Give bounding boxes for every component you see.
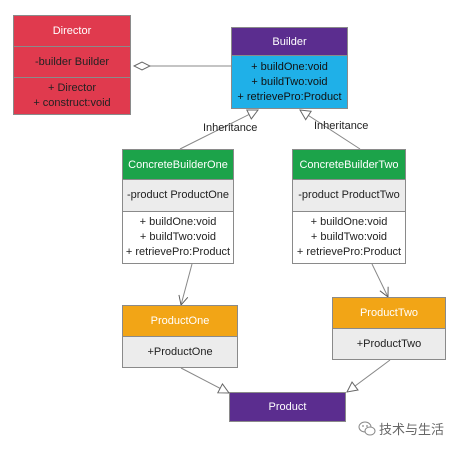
product-two-method: +ProductTwo — [356, 337, 422, 350]
director-method: + construct:void — [33, 97, 111, 109]
concrete-builder-two-method: + retrievePro:Product — [296, 246, 402, 258]
product-header: Product — [230, 393, 345, 421]
concrete-builder-one-class: ConcreteBuilderOne -product ProductOne +… — [122, 149, 234, 264]
concrete-builder-one-method: + buildOne:void — [139, 216, 217, 228]
concrete-builder-two-class: ConcreteBuilderTwo -product ProductTwo +… — [292, 149, 406, 264]
concrete-builder-two-attributes: -product ProductTwo — [293, 179, 405, 211]
product-two-methods: +ProductTwo — [333, 328, 445, 359]
product-class: Product — [229, 392, 346, 422]
builder-title: Builder — [272, 35, 307, 48]
wechat-icon — [358, 421, 376, 436]
concrete-builder-two-title: ConcreteBuilderTwo — [299, 158, 399, 171]
concrete-builder-one-method: + buildTwo:void — [139, 231, 217, 243]
concrete-builder-two-method: + buildTwo:void — [310, 231, 388, 243]
director-method: + Director — [48, 82, 96, 94]
association-connector-two — [371, 263, 388, 297]
director-attributes: -builder Builder — [14, 46, 130, 77]
product-one-header: ProductOne — [123, 306, 237, 336]
concrete-builder-two-method: + buildOne:void — [310, 216, 388, 228]
director-header: Director — [14, 16, 130, 46]
concrete-builder-one-attributes: -product ProductOne — [123, 179, 233, 211]
concrete-builder-one-title: ConcreteBuilderOne — [128, 158, 228, 171]
concrete-builder-one-attribute: -product ProductOne — [126, 189, 230, 201]
watermark: 技术与生活 — [358, 419, 444, 438]
director-methods: + Director + construct:void — [14, 77, 130, 114]
association-connector-one — [181, 263, 193, 305]
builder-methods: + buildOne:void + buildTwo:void + retrie… — [232, 55, 347, 108]
concrete-builder-one-method: + retrievePro:Product — [125, 246, 231, 258]
product-two-title: ProductTwo — [359, 307, 419, 319]
concrete-builder-one-header: ConcreteBuilderOne — [123, 150, 233, 179]
director-attribute: -builder Builder — [35, 55, 109, 68]
concrete-builder-two-header: ConcreteBuilderTwo — [293, 150, 405, 179]
concrete-builder-two-methods: + buildOne:void + buildTwo:void + retrie… — [293, 211, 405, 263]
product-one-class: ProductOne +ProductOne — [122, 305, 238, 368]
product-two-header: ProductTwo — [333, 298, 445, 328]
inheritance-label-left: Inheritance — [203, 122, 258, 134]
product-one-method: +ProductOne — [147, 345, 213, 358]
product-one-title: ProductOne — [150, 315, 210, 327]
inheritance-connector-product-one — [180, 367, 229, 393]
builder-class: Builder + buildOne:void + buildTwo:void … — [231, 27, 348, 109]
builder-method: + buildOne:void — [251, 60, 328, 73]
concrete-builder-two-attribute: -product ProductTwo — [298, 189, 400, 201]
watermark-text: 技术与生活 — [379, 422, 445, 437]
inheritance-connector-product-two — [347, 359, 391, 392]
product-one-methods: +ProductOne — [123, 336, 237, 367]
concrete-builder-one-methods: + buildOne:void + buildTwo:void + retrie… — [123, 211, 233, 263]
product-title: Product — [268, 401, 307, 413]
director-title: Director — [52, 25, 92, 37]
director-class: Director -builder Builder + Director + c… — [13, 15, 131, 115]
builder-header: Builder — [232, 28, 347, 55]
builder-method: + retrievePro:Product — [237, 90, 342, 103]
inheritance-label-right: Inheritance — [314, 120, 369, 132]
inheritance-connector-one — [179, 110, 258, 150]
inheritance-connector-two — [300, 110, 361, 150]
product-two-class: ProductTwo +ProductTwo — [332, 297, 446, 360]
builder-method: + buildTwo:void — [251, 75, 328, 88]
